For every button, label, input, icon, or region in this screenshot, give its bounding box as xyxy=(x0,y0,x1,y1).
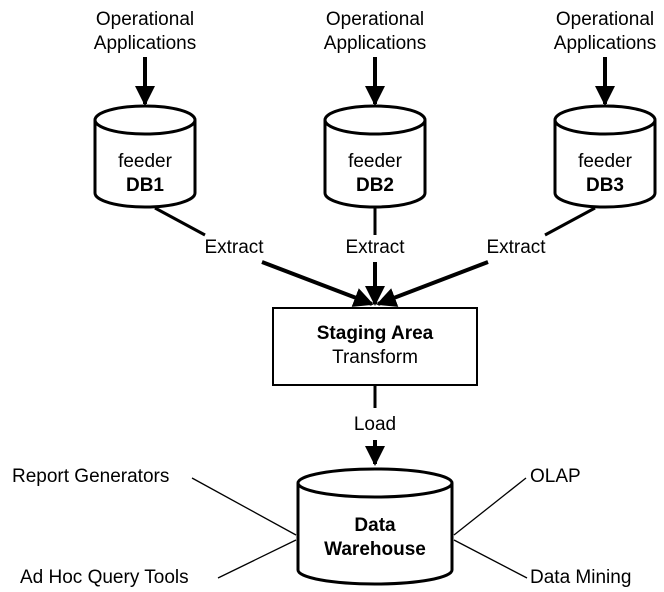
data-warehouse-cylinder xyxy=(296,467,454,586)
operational-applications-label-1: Operational Applications xyxy=(45,8,245,56)
feeder-db1-label: feeder DB1 xyxy=(95,150,195,198)
connector-report-generators xyxy=(191,477,297,536)
source3-line1: Operational xyxy=(555,9,655,30)
feeder-db2-label: feeder DB2 xyxy=(325,150,425,198)
operational-applications-label-3: Operational Applications xyxy=(505,8,664,56)
extract-label-1: Extract xyxy=(204,237,264,258)
feeder-db2-top: feeder xyxy=(348,151,402,172)
load-label: Load xyxy=(353,414,397,435)
feeder-db1-name: DB1 xyxy=(125,175,164,196)
staging-area-subtitle: Transform xyxy=(332,347,418,368)
staging-area-text: Staging Area Transform xyxy=(273,322,477,370)
olap-label: OLAP xyxy=(530,466,581,487)
extract-line-db1-upper xyxy=(154,206,206,237)
feeder-db3-label: feeder DB3 xyxy=(555,150,655,198)
source2-line1: Operational xyxy=(325,9,425,30)
data-warehouse-label: Data Warehouse xyxy=(298,514,452,562)
extract-arrow-db1 xyxy=(261,260,374,307)
staging-area-title: Staging Area xyxy=(316,323,434,344)
source1-line1: Operational xyxy=(95,9,195,30)
ad-hoc-query-tools-label: Ad Hoc Query Tools xyxy=(20,567,189,588)
report-generators-label: Report Generators xyxy=(12,466,170,487)
data-mining-label: Data Mining xyxy=(530,567,632,588)
feeder-db3-cylinder xyxy=(553,104,657,209)
data-warehouse-line1: Data xyxy=(354,515,396,536)
extract-label-3: Extract xyxy=(486,237,546,258)
data-warehouse-line2: Warehouse xyxy=(324,539,426,560)
feeder-db1-cylinder xyxy=(93,104,197,209)
extract-arrow-db3 xyxy=(376,260,489,307)
extract-label-2: Extract xyxy=(345,237,405,258)
extract-line-db3-upper xyxy=(544,206,596,237)
source1-line2: Applications xyxy=(93,33,197,54)
feeder-db3-top: feeder xyxy=(578,151,632,172)
feeder-db2-cylinder xyxy=(323,104,427,209)
feeder-db1-top: feeder xyxy=(118,151,172,172)
feeder-db2-name: DB2 xyxy=(355,175,394,196)
connector-ad-hoc-query-tools xyxy=(217,539,297,579)
source3-line2: Applications xyxy=(553,33,657,54)
operational-applications-label-2: Operational Applications xyxy=(275,8,475,56)
connector-olap xyxy=(453,477,527,536)
connector-data-mining xyxy=(453,539,528,579)
source2-line2: Applications xyxy=(323,33,427,54)
feeder-db3-name: DB3 xyxy=(585,175,624,196)
